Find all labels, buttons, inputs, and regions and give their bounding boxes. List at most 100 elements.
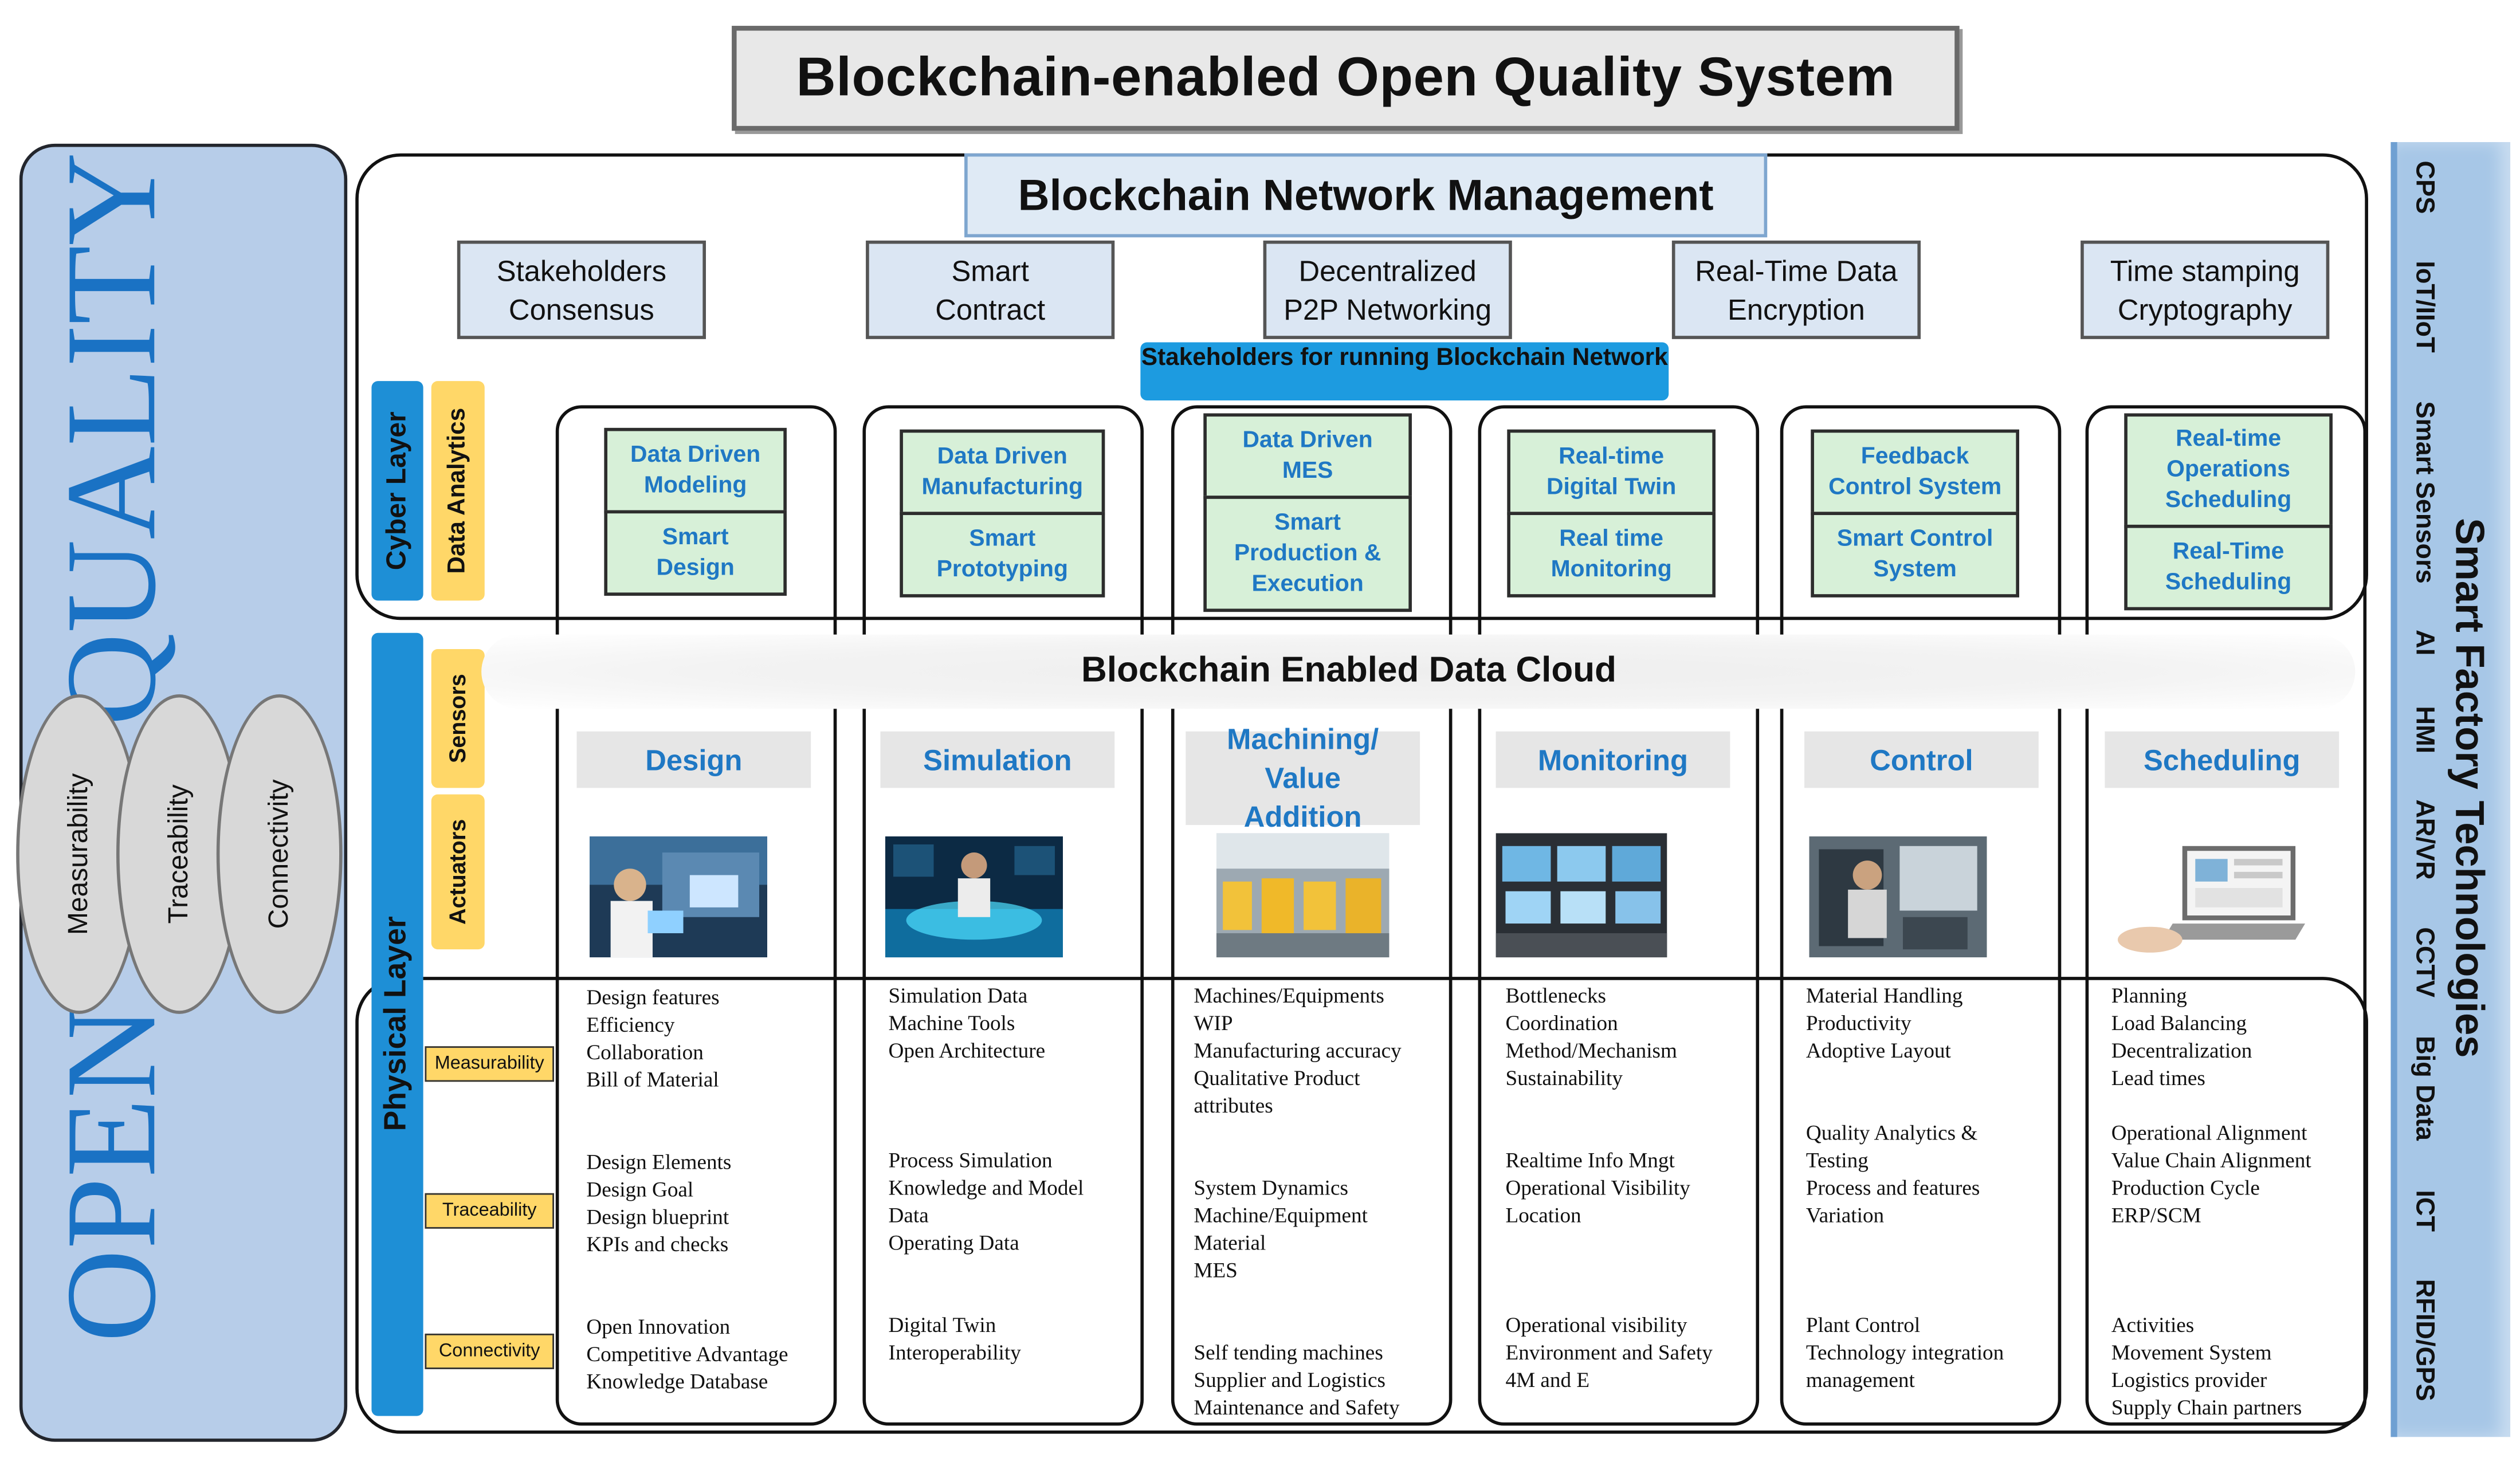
list-item: Competitive Advantage bbox=[586, 1342, 788, 1366]
scheduling-measurability-list: Planning Load Balancing Decentralization… bbox=[2111, 982, 2252, 1092]
analytics-line: Smart bbox=[969, 525, 1036, 552]
list-item: Technology integration bbox=[1805, 1340, 2004, 1365]
phase-control: Control bbox=[1804, 731, 2039, 788]
list-item: Decentralization bbox=[2111, 1038, 2252, 1063]
component-line: Decentralized bbox=[1298, 254, 1477, 287]
list-item: Process Simulation bbox=[888, 1147, 1053, 1173]
blockchain-network-management-header: Blockchain Network Management bbox=[964, 153, 1768, 238]
tech-hmi: HMI bbox=[2410, 706, 2438, 754]
component-line: Contract bbox=[935, 293, 1046, 325]
list-item: Load Balancing bbox=[2111, 1011, 2247, 1035]
tech-smart-sensors: Smart Sensors bbox=[2410, 401, 2438, 584]
row-tag-traceability: Traceability bbox=[425, 1193, 554, 1229]
list-item: Material Handling bbox=[1805, 983, 1963, 1008]
scheduling-connectivity-list: Activities Movement System Logistics pro… bbox=[2111, 1311, 2302, 1421]
simulation-connectivity-list: Digital Twin Interoperability bbox=[889, 1311, 1021, 1366]
list-item: Supply Chain partners bbox=[2111, 1395, 2302, 1420]
open-word: OPEN bbox=[41, 1005, 183, 1343]
list-item: Environment and Safety bbox=[1505, 1340, 1713, 1365]
tech-iot-iiot: IoT/IIoT bbox=[2410, 261, 2438, 353]
physical-layer-label: Physical Layer bbox=[379, 916, 414, 1131]
list-item: Production Cycle bbox=[2111, 1175, 2260, 1200]
list-item: Material bbox=[1194, 1230, 1266, 1255]
blockchain-network-management-text: Blockchain Network Management bbox=[1018, 170, 1714, 219]
list-item: Lead times bbox=[2111, 1066, 2205, 1090]
machining-photo bbox=[1216, 833, 1389, 958]
design-photo bbox=[590, 836, 768, 958]
simulation-measurability-list: Simulation Data Machine Tools Open Archi… bbox=[889, 982, 1046, 1064]
list-item: attributes bbox=[1194, 1092, 1273, 1118]
component-line: Consensus bbox=[508, 293, 654, 325]
actuators-label: Actuators bbox=[444, 819, 470, 925]
analytics-line: Data Driven bbox=[937, 443, 1067, 469]
list-item: MES bbox=[1194, 1257, 1238, 1282]
list-item: Supplier and Logistics bbox=[1194, 1367, 1385, 1392]
data-analytics-bar bbox=[431, 381, 485, 601]
analytics-line: Control System bbox=[1828, 474, 2002, 500]
list-item: Open Innovation bbox=[586, 1314, 731, 1339]
list-item: Design features bbox=[586, 985, 720, 1009]
list-item: Open Architecture bbox=[888, 1038, 1046, 1063]
list-item: Bottlenecks bbox=[1505, 983, 1607, 1008]
analytics-line: Real-Time bbox=[2172, 538, 2285, 564]
monitoring-traceability-list: Realtime Info Mngt Operational Visibilit… bbox=[1505, 1146, 1690, 1229]
list-item: Simulation Data bbox=[888, 983, 1028, 1008]
component-line: Real-Time Data bbox=[1695, 254, 1898, 287]
cyber-layer-label: Cyber Layer bbox=[381, 411, 412, 571]
monitoring-measurability-list: Bottlenecks Coordination Method/Mechanis… bbox=[1505, 982, 1677, 1092]
data-cloud-shape bbox=[481, 634, 2356, 709]
analytics-line: Execution bbox=[1251, 571, 1364, 597]
tech-ai: AI bbox=[2410, 630, 2438, 656]
list-item: Efficiency bbox=[586, 1012, 675, 1037]
list-item: Plant Control bbox=[1805, 1312, 1921, 1337]
list-item: Machines/Equipments bbox=[1194, 983, 1384, 1008]
pillar-connectivity-oval: Connectivity bbox=[216, 694, 343, 1014]
analytics-line: Smart bbox=[1274, 509, 1341, 536]
component-line: P2P Networking bbox=[1283, 293, 1492, 325]
design-connectivity-list: Open Innovation Competitive Advantage Kn… bbox=[586, 1312, 788, 1395]
pillar-traceability-label: Traceability bbox=[163, 784, 194, 924]
data-analytics-label: Data Analytics bbox=[443, 407, 471, 574]
control-measurability-list: Material Handling Productivity Adoptive … bbox=[1806, 982, 1963, 1064]
phase-simulation: Simulation bbox=[880, 731, 1115, 788]
list-item: Design blueprint bbox=[586, 1204, 729, 1229]
list-item: Process and features bbox=[1805, 1175, 1980, 1200]
actuators-bar bbox=[431, 794, 485, 950]
component-line: Encryption bbox=[1728, 293, 1865, 325]
list-item: Design Elements bbox=[586, 1149, 732, 1174]
phase-design: Design bbox=[576, 731, 811, 788]
scheduling-photo bbox=[2114, 839, 2309, 960]
list-item: Knowledge Database bbox=[586, 1369, 768, 1394]
list-item: Qualitative Product bbox=[1194, 1066, 1360, 1090]
control-photo bbox=[1809, 836, 1987, 958]
list-item: Operational Alignment bbox=[2111, 1120, 2307, 1145]
diagram-title: Blockchain-enabled Open Quality System bbox=[732, 26, 1960, 131]
quality-metrics-frame bbox=[355, 977, 2368, 1434]
list-item: Quality Analytics & bbox=[1805, 1120, 1978, 1145]
monitoring-photo bbox=[1495, 833, 1667, 958]
analytics-line: Manufacturing bbox=[921, 474, 1084, 500]
list-item: Interoperability bbox=[888, 1340, 1021, 1365]
list-item: WIP bbox=[1194, 1011, 1233, 1035]
physical-layer-bar bbox=[371, 632, 423, 1416]
list-item: 4M and E bbox=[1505, 1367, 1590, 1392]
phase-machining: Machining/ Value Addition bbox=[1186, 724, 1420, 833]
list-item: Productivity bbox=[1805, 1011, 1911, 1035]
design-measurability-list: Design features Efficiency Collaboration… bbox=[586, 983, 719, 1093]
component-line: Stakeholders bbox=[496, 254, 667, 287]
tech-ict: ICT bbox=[2410, 1190, 2438, 1232]
component-line: Cryptography bbox=[2117, 293, 2293, 325]
analytics-line: Scheduling bbox=[2165, 488, 2292, 514]
list-item: Operational Visibility bbox=[1505, 1175, 1690, 1200]
list-item: Data bbox=[888, 1202, 929, 1227]
